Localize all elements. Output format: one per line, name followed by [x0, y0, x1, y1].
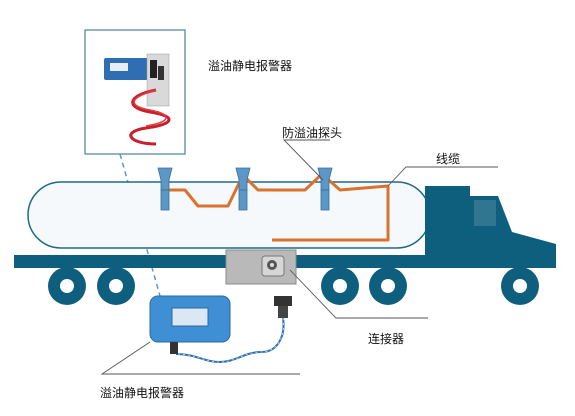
- cable-line: [168, 172, 390, 242]
- tanker-truck: [14, 181, 556, 305]
- annotation-lines: [100, 139, 498, 375]
- cable-leader: [387, 166, 498, 187]
- alarm-bottom-label: 溢油静电报警器: [100, 386, 185, 400]
- wheels: [48, 267, 539, 305]
- cable-label: 线缆: [436, 152, 461, 166]
- tank-body: [27, 181, 431, 249]
- alarm-box: [149, 295, 231, 354]
- alarm-bottom-leader: [100, 341, 300, 375]
- probe-leader: [282, 139, 330, 181]
- connector-leader: [289, 269, 428, 319]
- plug: [274, 296, 292, 318]
- alarm-top-label: 溢油静电报警器: [208, 59, 293, 73]
- overfill-probe: [157, 167, 333, 211]
- probe-label: 防溢油探头: [282, 126, 343, 140]
- connector-label: 连接器: [368, 332, 405, 346]
- alarm-device-photo: [84, 29, 186, 155]
- connector-socket: [225, 249, 297, 285]
